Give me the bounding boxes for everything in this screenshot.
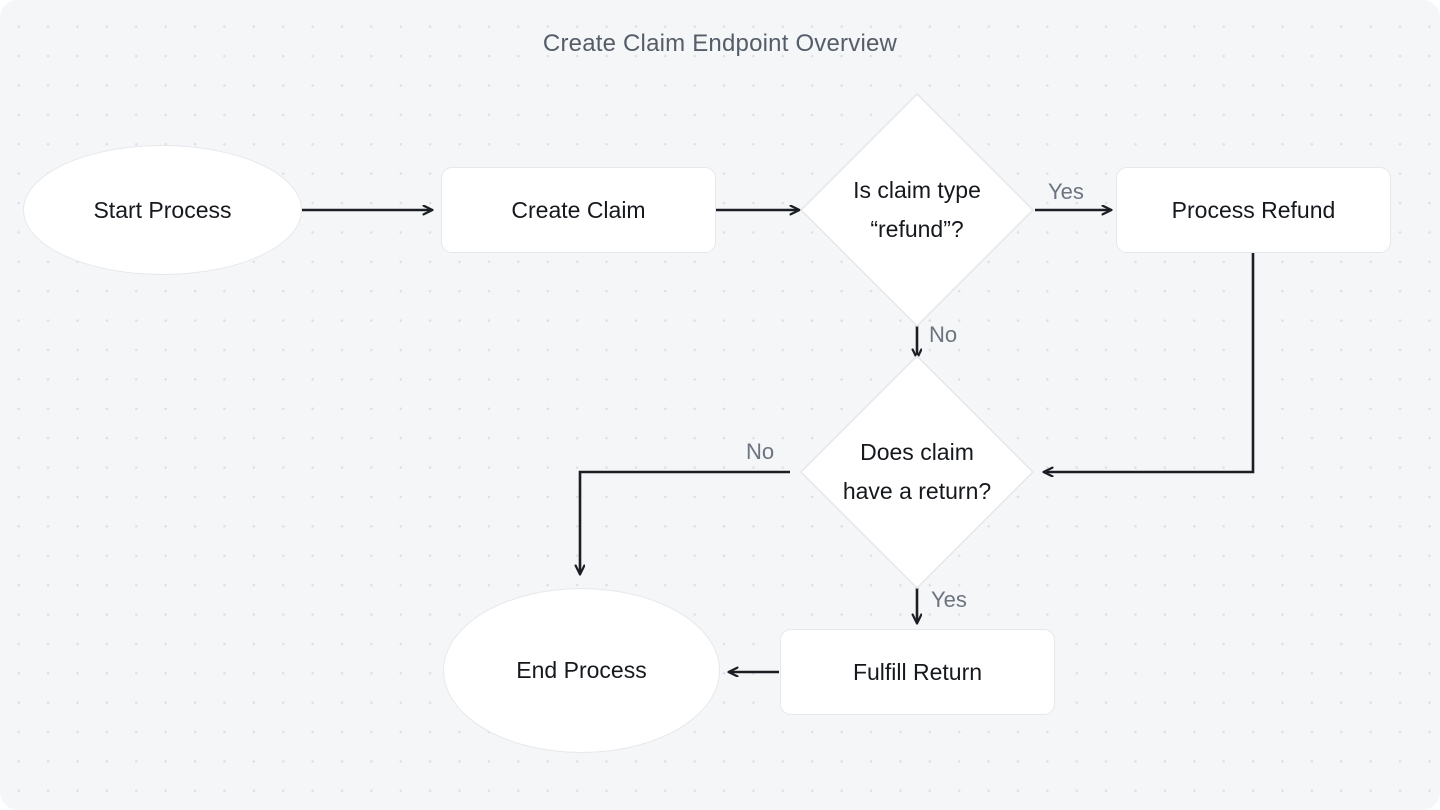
diamond-shape xyxy=(799,354,1035,590)
node-process-refund-label: Process Refund xyxy=(1171,196,1336,223)
edge-label-return-yes: Yes xyxy=(931,587,967,612)
node-end-process[interactable]: End Process xyxy=(443,588,720,753)
page-title: Create Claim Endpoint Overview xyxy=(542,30,898,57)
diamond-shape xyxy=(799,92,1035,328)
node-is-claim-type-refund-label: Is claim type “refund”? xyxy=(853,176,981,242)
edge-has-return-no-to-end xyxy=(580,470,790,574)
node-fulfill-return-label: Fulfill Return xyxy=(852,658,983,685)
node-start-process[interactable]: Start Process xyxy=(23,145,302,275)
node-does-claim-have-return[interactable]: Does claim have a return? xyxy=(799,354,1035,590)
node-does-claim-have-return-label: Does claim have a return? xyxy=(842,438,992,504)
node-fulfill-return[interactable]: Fulfill Return xyxy=(780,629,1055,715)
node-create-claim-label: Create Claim xyxy=(511,196,646,223)
edge-label-refund-yes: Yes xyxy=(1048,179,1084,204)
node-create-claim[interactable]: Create Claim xyxy=(441,167,716,253)
edge-process-refund-to-has-return xyxy=(1044,253,1255,472)
node-start-process-label: Start Process xyxy=(93,196,232,223)
edge-label-refund-no: No xyxy=(929,322,958,347)
edge-label-return-no: No xyxy=(746,439,775,464)
node-process-refund[interactable]: Process Refund xyxy=(1116,167,1391,253)
node-end-process-label: End Process xyxy=(516,657,647,684)
node-is-claim-type-refund[interactable]: Is claim type “refund”? xyxy=(799,92,1035,328)
